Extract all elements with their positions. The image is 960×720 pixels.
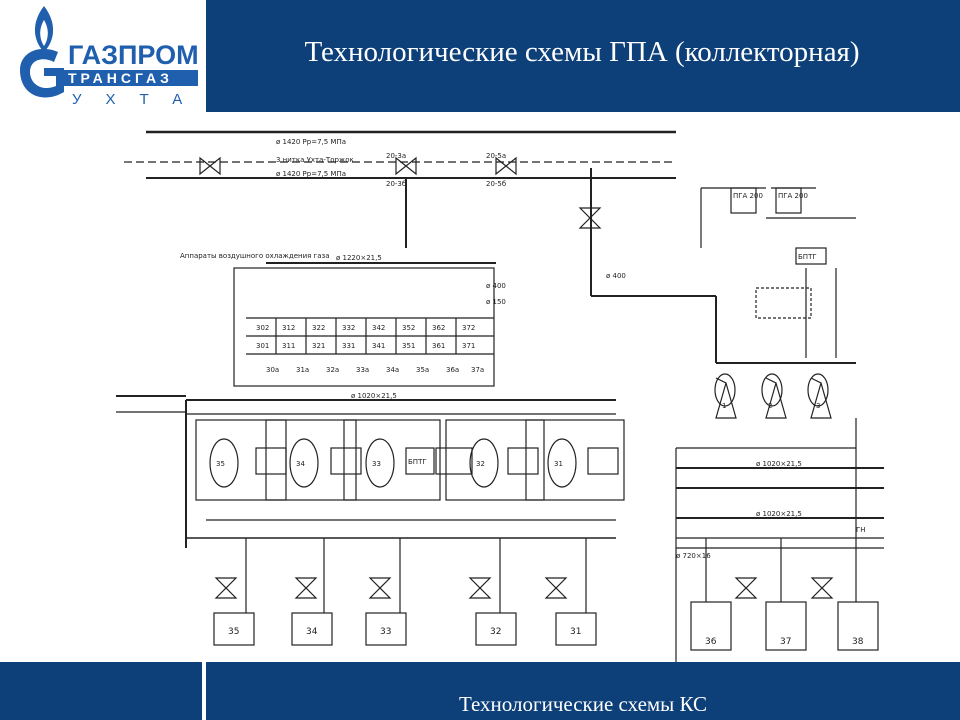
cooler-tag: 32а — [326, 366, 339, 374]
scheme-labels: ø 1420 Pp=7,5 МПа 3 нитка Ухта-Торжок ø … — [180, 138, 866, 647]
pipe-label: ø 400 — [606, 272, 626, 280]
svg-text:УХТА: УХТА — [72, 91, 202, 108]
unit-label: 3 — [816, 402, 820, 410]
cooler-label: 351 — [402, 342, 415, 350]
equipment-label: ПГА 200 — [733, 192, 763, 200]
cooler-tag: 33а — [356, 366, 369, 374]
cooler-tag: 36а — [446, 366, 459, 374]
pipe-label: ø 1420 Pp=7,5 МПа — [276, 138, 346, 146]
equipment-label: БПТГ — [798, 253, 817, 261]
process-scheme: ø 1420 Pp=7,5 МПа 3 нитка Ухта-Торжок ø … — [116, 118, 884, 667]
footer-separator — [202, 662, 206, 720]
cooler-label: 352 — [402, 324, 415, 332]
valve-label: 20-3б — [386, 180, 406, 188]
pipe-label: ø 400 — [486, 282, 506, 290]
unit-number: 37 — [780, 637, 791, 647]
equipment-label: Аппараты воздушного охлаждения газа — [180, 252, 330, 260]
unit-label: 33 — [372, 460, 381, 468]
valve-label: 20-3а — [386, 152, 406, 160]
pipe-label: ø 720×16 — [676, 552, 711, 560]
cooler-tag: 37а — [471, 366, 484, 374]
unit-label: 34 — [296, 460, 305, 468]
page-title: Технологические схемы ГПА (коллекторная) — [304, 36, 860, 68]
equipment-label: ГН — [856, 526, 866, 534]
unit-label: 32 — [476, 460, 485, 468]
equipment-label: ПГА 200 — [778, 192, 808, 200]
svg-text:ГАЗПРОМ: ГАЗПРОМ — [68, 40, 199, 70]
unit-number: 36 — [705, 637, 717, 647]
cooler-tag: 35а — [416, 366, 429, 374]
unit-number: 34 — [306, 627, 318, 637]
cooler-tag: 30а — [266, 366, 279, 374]
cooler-label: 341 — [372, 342, 385, 350]
pipe-label: ø 1420 Pp=7,5 МПа — [276, 170, 346, 178]
valve-label: 20-5а — [486, 152, 506, 160]
unit-number: 33 — [380, 627, 391, 637]
cooler-label: 372 — [462, 324, 475, 332]
cooler-label: 342 — [372, 324, 385, 332]
cooler-label: 361 — [432, 342, 445, 350]
pipe-label: 3 нитка Ухта-Торжок — [276, 156, 354, 164]
unit-label: 35 — [216, 460, 225, 468]
unit-number: 35 — [228, 627, 239, 637]
cooler-label: 332 — [342, 324, 355, 332]
unit-label: 31 — [554, 460, 563, 468]
cooler-label: 322 — [312, 324, 325, 332]
equipment-label: БПТГ — [408, 458, 427, 466]
pipe-label: ø 1220×21,5 — [336, 254, 382, 262]
unit-number: 38 — [852, 637, 864, 647]
company-logo: ГАЗПРОМ ТРАНСГАЗ УХТА — [0, 0, 202, 112]
footer-caption: Технологические схемы КС — [458, 692, 708, 716]
cooler-label: 312 — [282, 324, 295, 332]
pipe-label: ø 1020×21,5 — [756, 460, 802, 468]
unit-label: 2 — [768, 402, 772, 410]
cooler-label: 321 — [312, 342, 325, 350]
unit-number: 32 — [490, 627, 501, 637]
header-separator — [202, 0, 206, 112]
valve-label: 20-5б — [486, 180, 506, 188]
pipe-label: ø 150 — [486, 298, 506, 306]
svg-text:ТРАНСГАЗ: ТРАНСГАЗ — [68, 70, 173, 86]
cooler-label: 331 — [342, 342, 355, 350]
unit-label: 1 — [722, 402, 726, 410]
cooler-label: 371 — [462, 342, 475, 350]
cooler-tag: 34а — [386, 366, 399, 374]
unit-number: 31 — [570, 627, 581, 637]
pipe-label: ø 1020×21,5 — [756, 510, 802, 518]
cooler-label: 362 — [432, 324, 445, 332]
cooler-label: 302 — [256, 324, 269, 332]
pipe-label: ø 1020×21,5 — [351, 392, 397, 400]
cooler-label: 301 — [256, 342, 269, 350]
cooler-tag: 31а — [296, 366, 309, 374]
footer-bar — [0, 662, 960, 720]
cooler-label: 311 — [282, 342, 295, 350]
